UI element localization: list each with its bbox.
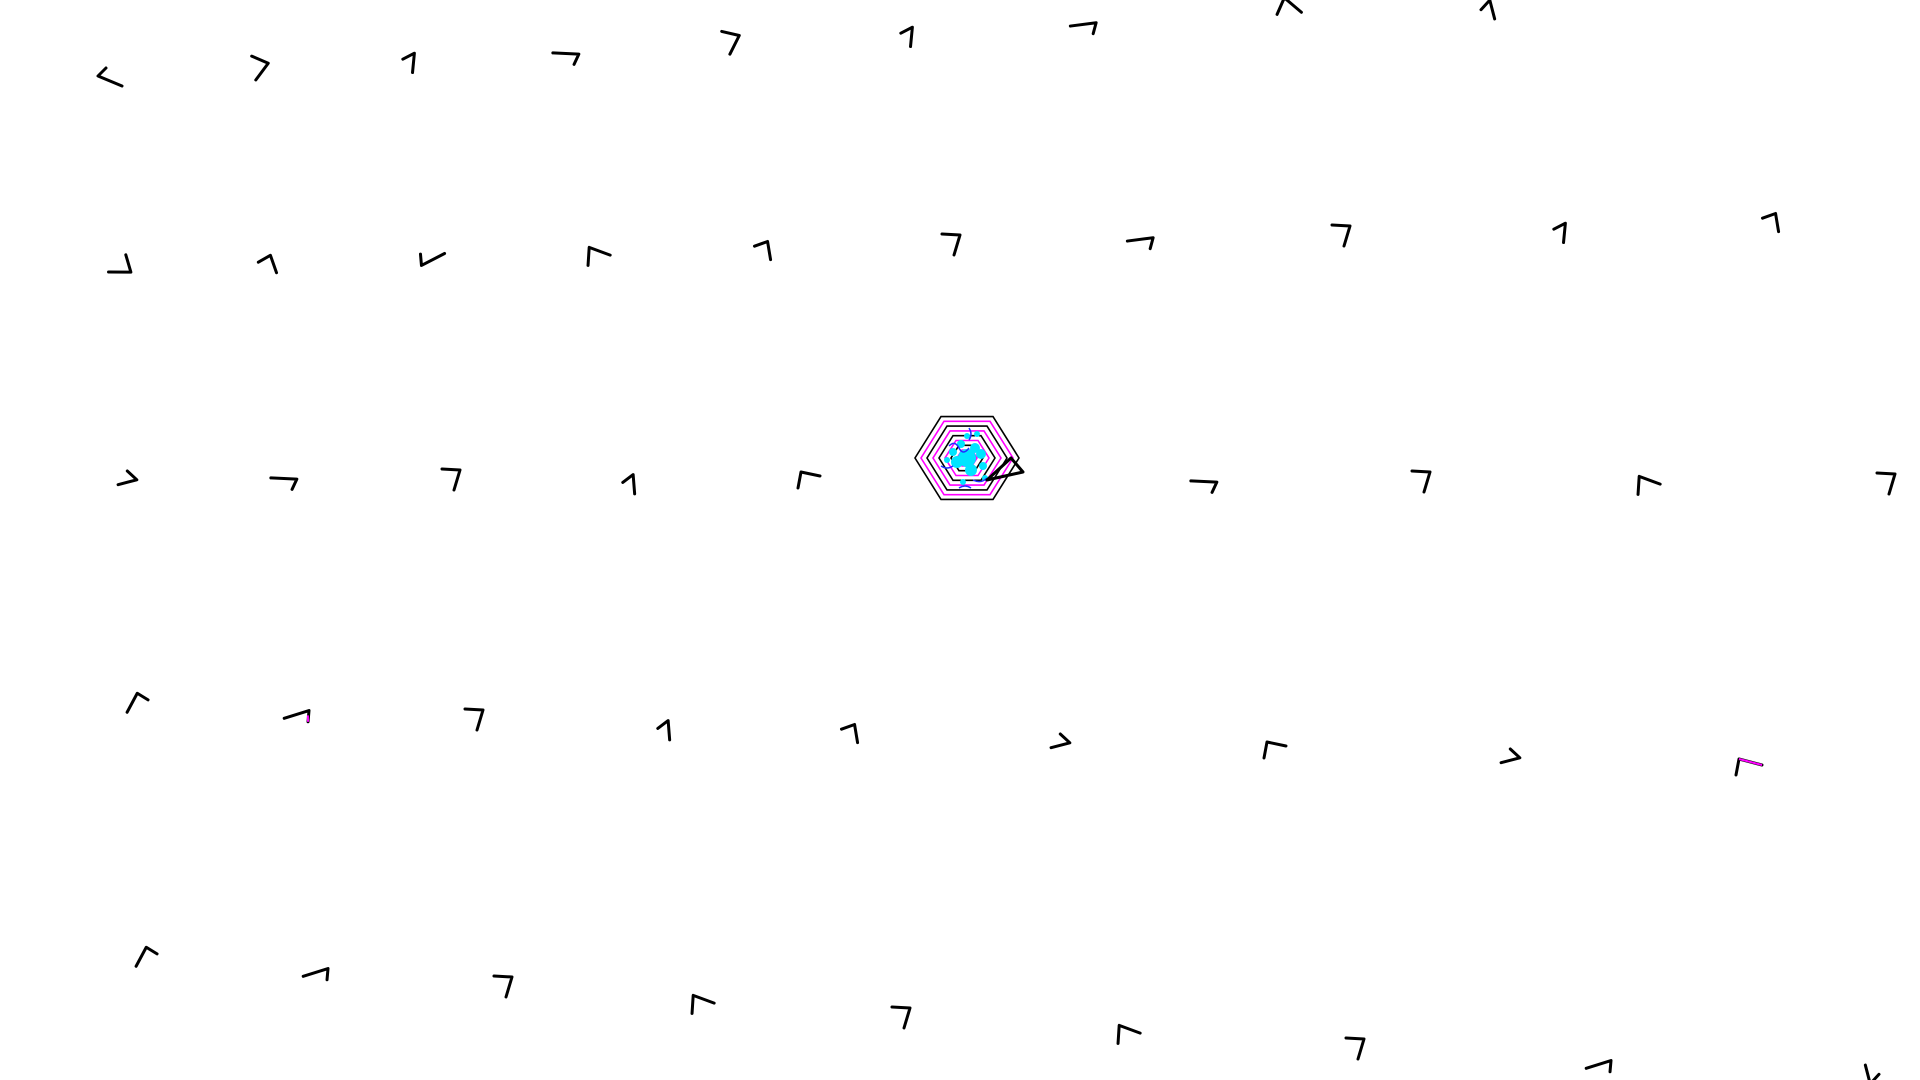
hook-glyph (1479, 0, 1497, 21)
hook-glyph (256, 253, 279, 275)
hook-glyph (463, 707, 485, 732)
player-detail-stroke (940, 465, 954, 469)
hook-glyph (752, 239, 773, 262)
hook-glyph (269, 476, 299, 491)
hook-glyph (1760, 211, 1781, 234)
player-detail-stroke (972, 477, 988, 483)
hook-glyph (839, 722, 860, 745)
hook-glyph (551, 51, 581, 66)
hook-glyph (1262, 740, 1288, 760)
player-detail-stroke (958, 485, 972, 489)
hook-glyph (107, 253, 133, 274)
hook-glyph (1875, 471, 1897, 496)
hook-glyph (440, 467, 462, 492)
hook-glyph (1049, 732, 1072, 750)
hook-glyph (621, 473, 637, 496)
player-core-particle (979, 462, 987, 470)
hook-glyph (720, 29, 741, 56)
hook-glyph (1189, 479, 1219, 494)
hook-glyph (134, 945, 159, 968)
hook-glyph (1584, 1059, 1613, 1074)
hook-glyph (1068, 21, 1098, 36)
hook-glyph (1125, 236, 1155, 251)
hook-glyph (890, 1005, 912, 1030)
player-core-particle (957, 440, 965, 448)
glyph-layer (96, 0, 1897, 1080)
player-detail-stroke (948, 442, 970, 453)
hook-glyph (1863, 1063, 1881, 1080)
hook-glyph (250, 54, 270, 82)
hook-glyph (940, 232, 962, 257)
hook-glyph (899, 25, 914, 49)
hook-glyph (1552, 221, 1567, 245)
hook-glyph (1330, 223, 1352, 248)
hook-glyph (1636, 474, 1662, 496)
player-core-particle (960, 479, 966, 485)
player-hex-ring (920, 420, 1014, 496)
hook-glyph (418, 251, 447, 267)
player-core-particle (965, 464, 977, 476)
player-detail-stroke (968, 427, 972, 441)
hook-glyph (1275, 0, 1303, 16)
hook-glyph (796, 470, 822, 490)
hook-glyph (1344, 1036, 1366, 1061)
hook-glyph (1499, 747, 1522, 765)
hook-glyph (1116, 1023, 1142, 1045)
hook-glyph (492, 974, 514, 999)
hook-glyph (586, 245, 612, 267)
hook-glyph (96, 66, 124, 88)
hook-glyph (690, 993, 716, 1015)
hook-glyph-accent (306, 715, 310, 722)
hook-glyph (1410, 469, 1432, 494)
player-core-particle (951, 456, 963, 468)
hook-glyph (401, 51, 416, 75)
player-core-particle (944, 457, 950, 463)
hook-glyph (656, 719, 672, 742)
player-hex-ring (926, 425, 1008, 491)
player-core-particle (964, 433, 970, 439)
hook-glyph-accent (1738, 758, 1763, 766)
player-hex-ring (938, 434, 996, 482)
player-hex-ring (914, 415, 1020, 501)
hook-glyph (116, 469, 139, 487)
hook-glyph (301, 967, 330, 982)
player-core-particle (976, 449, 986, 459)
player-core-particle (949, 448, 957, 456)
hook-glyph (125, 691, 150, 714)
player-sprite[interactable] (914, 415, 1025, 501)
player-direction-arrow (985, 456, 1025, 482)
player-core-particle (974, 431, 980, 437)
player-hex-ring (932, 430, 1002, 486)
